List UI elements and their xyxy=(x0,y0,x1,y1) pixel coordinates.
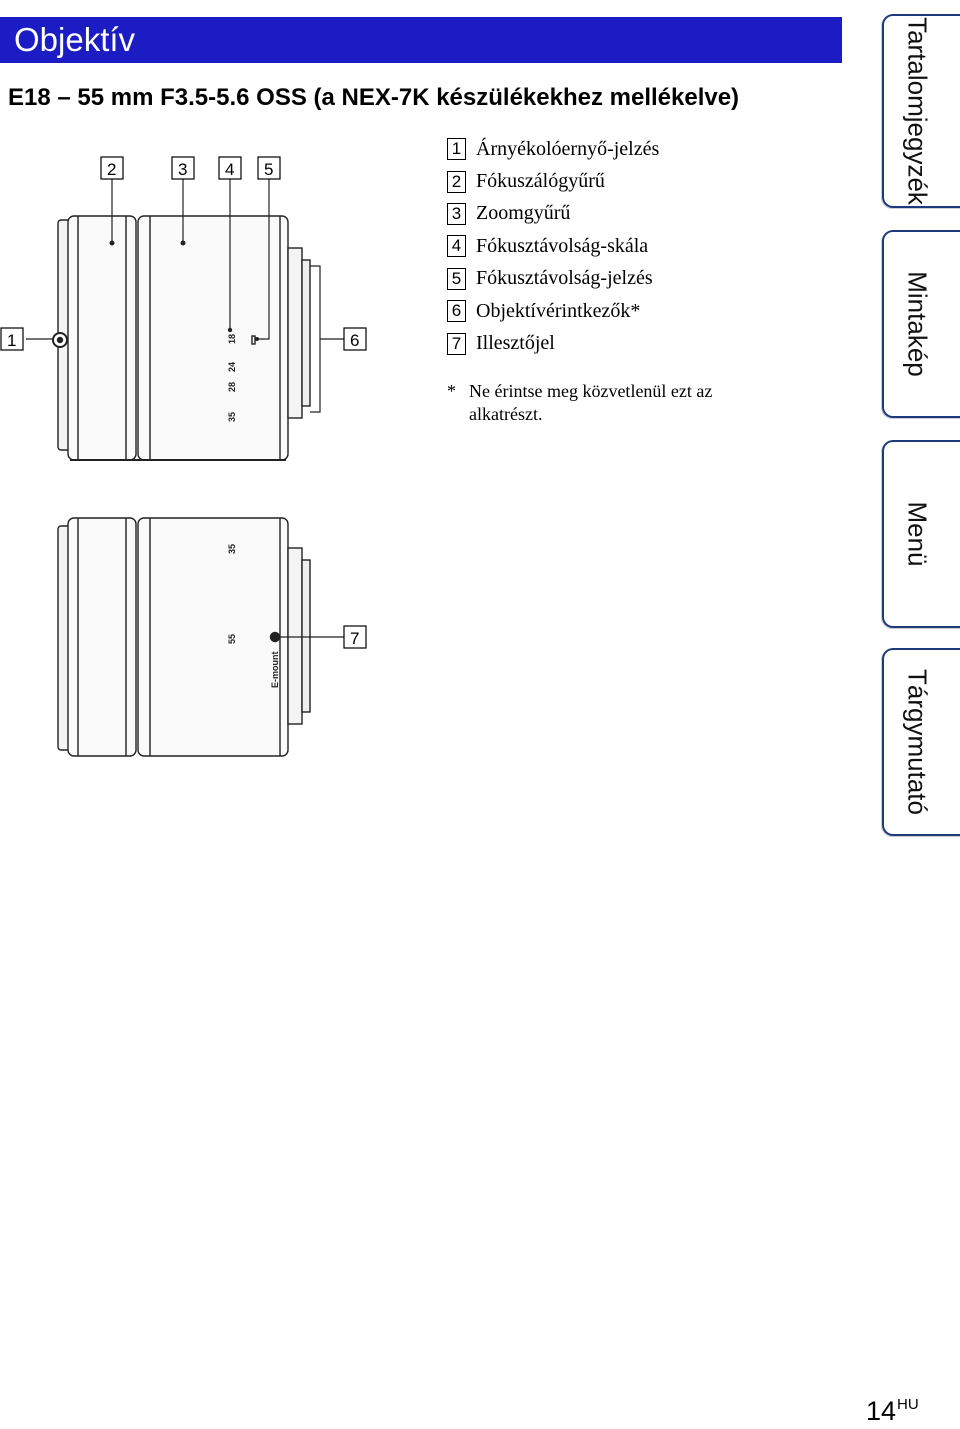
lens-mount-rear xyxy=(287,247,303,419)
tab-index[interactable]: Tárgymutató xyxy=(882,648,960,836)
callout-1: 1 xyxy=(7,331,16,350)
part-number: 4 xyxy=(447,235,466,258)
tab-contents[interactable]: Tartalomjegyzék xyxy=(882,14,960,208)
leader-lines xyxy=(26,178,344,413)
callout-7: 7 xyxy=(350,629,359,648)
part-label: Zoomgyűrű xyxy=(476,202,571,225)
parts-list: 1 Árnyékolóernyő-jelzés 2 Fókuszálógyűrű 3… xyxy=(447,133,659,360)
part-label: Fókuszálógyűrű xyxy=(476,170,605,193)
callout-labels-top: 1 2 3 4 5 6 xyxy=(0,156,367,351)
focal-mark-35: 35 xyxy=(227,412,237,422)
focal-mark-18: 18 xyxy=(227,334,237,344)
part-number: 1 xyxy=(447,138,466,161)
part-label: Objektívérintkezők* xyxy=(476,299,641,322)
part-number: 6 xyxy=(447,300,466,323)
list-item: 4 Fókusztávolság-skála xyxy=(447,230,659,262)
focal-mark-24: 24 xyxy=(227,362,237,372)
tab-index-label: Tárgymutató xyxy=(902,669,933,815)
list-item: 2 Fókuszálógyűrű xyxy=(447,165,659,197)
list-item: 3 Zoomgyűrű xyxy=(447,198,659,230)
section-header-bar: Objektív xyxy=(0,17,842,63)
lens-diagram: 18 24 28 35 1 2 3 4 5 6 35 55 E-mount xyxy=(0,156,367,757)
page-number: 14HU xyxy=(866,1396,919,1427)
section-title: Objektív xyxy=(14,21,136,58)
callout-labels-bottom: 7 xyxy=(343,625,367,649)
footnote: * Ne érintse meg közvetlenül ezt az alka… xyxy=(447,380,779,426)
callout-3: 3 xyxy=(178,160,187,179)
list-item: 5 Fókusztávolság-jelzés xyxy=(447,263,659,295)
tab-sample-photo-label: Mintakép xyxy=(902,271,933,377)
focal-mark-28: 28 xyxy=(227,382,237,392)
list-item: 1 Árnyékolóernyő-jelzés xyxy=(447,133,659,165)
mount-index-dot xyxy=(269,631,281,643)
page-language-suffix: HU xyxy=(897,1396,919,1413)
list-item: 6 Objektívérintkezők* xyxy=(447,295,659,327)
tab-menu-label: Menü xyxy=(902,501,933,567)
top-focal-scale: 18 24 28 35 xyxy=(227,334,237,422)
footnote-text: Ne érintse meg közvetlenül ezt az alkatr… xyxy=(469,381,713,424)
lens-bottom-view xyxy=(57,517,344,757)
callout-6: 6 xyxy=(350,331,359,350)
part-label: Fókusztávolság-skála xyxy=(476,234,649,257)
focal-length-index xyxy=(251,335,256,345)
part-number: 2 xyxy=(447,170,466,193)
part-label: Illesztőjel xyxy=(476,332,555,355)
list-item: 7 Illesztőjel xyxy=(447,327,659,359)
callout-2: 2 xyxy=(107,160,116,179)
part-number: 5 xyxy=(447,267,466,290)
part-number: 7 xyxy=(447,332,466,355)
callout-5: 5 xyxy=(264,160,273,179)
e-mount-label: E-mount xyxy=(270,652,280,689)
lens-model-heading: E18 – 55 mm F3.5-5.6 OSS (a NEX-7K készü… xyxy=(8,84,740,111)
part-number: 3 xyxy=(447,202,466,225)
tab-contents-label: Tartalomjegyzék xyxy=(902,17,933,205)
zoom-barrel xyxy=(137,215,289,461)
part-label: Fókusztávolság-jelzés xyxy=(476,267,653,290)
lens-top-view xyxy=(52,215,311,461)
focal-mark-55: 55 xyxy=(227,634,237,644)
tab-sample-photo[interactable]: Mintakép xyxy=(882,230,960,418)
bottom-focal-scale: 35 55 E-mount xyxy=(227,544,280,688)
callout-4: 4 xyxy=(225,160,234,179)
focal-mark-35-bottom: 35 xyxy=(227,544,237,554)
tab-menu[interactable]: Menü xyxy=(882,440,960,628)
part-label: Árnyékolóernyő-jelzés xyxy=(476,137,660,160)
footnote-marker: * xyxy=(447,381,456,401)
page-number-value: 14 xyxy=(866,1396,897,1426)
